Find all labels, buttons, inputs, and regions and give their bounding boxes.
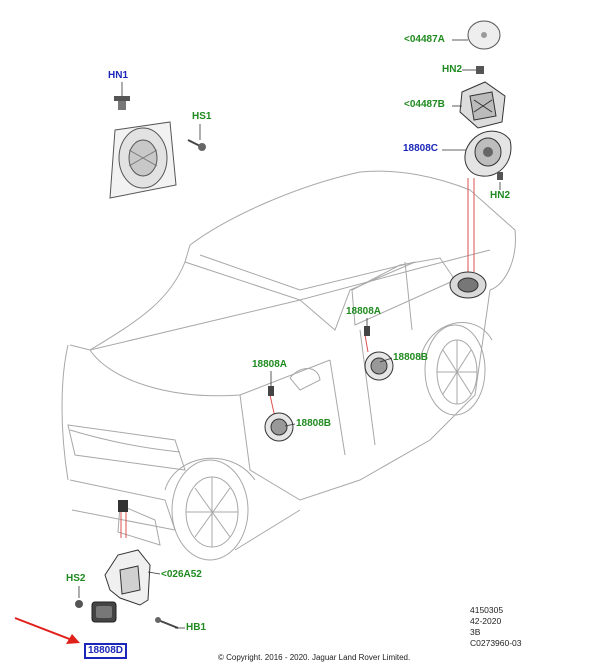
speaker-18808b-lower-part bbox=[264, 412, 294, 442]
callout-18808b-lower: 18808B bbox=[296, 418, 332, 429]
callout-04487b: <04487B bbox=[404, 99, 445, 110]
callout-hb1: HB1 bbox=[186, 622, 207, 633]
leader-lines bbox=[120, 178, 475, 538]
highlight-arrow bbox=[14, 617, 80, 644]
callout-hn1: HN1 bbox=[108, 70, 129, 81]
clip-hn2-part bbox=[476, 66, 484, 74]
screw-hs1-part bbox=[187, 139, 206, 151]
reference-line-2: 42-2020 bbox=[470, 616, 502, 626]
callout-04487a: <04487A bbox=[404, 34, 445, 45]
callout-18808a-lower: 18808A bbox=[252, 359, 288, 370]
callout-18808d-highlighted: 18808D bbox=[84, 643, 128, 659]
speaker-18808b-upper-part bbox=[364, 351, 394, 381]
bolt-hb1-part bbox=[155, 617, 179, 629]
rivet-hn1-part bbox=[114, 96, 130, 110]
callout-leaders bbox=[78, 39, 501, 629]
bracket-026a52-part bbox=[104, 549, 151, 606]
car-body-outline bbox=[61, 170, 516, 561]
callout-18808a-upper: 18808A bbox=[346, 306, 382, 317]
front-door-speaker-part bbox=[109, 121, 177, 199]
speaker-18808d-part bbox=[91, 601, 117, 623]
callout-18808b-upper: 18808B bbox=[393, 352, 429, 363]
callout-hs2: HS2 bbox=[66, 573, 86, 584]
clip-hn2-right-part bbox=[497, 172, 503, 180]
callout-hn2-right: HN2 bbox=[490, 190, 511, 201]
speaker-grille-part bbox=[459, 81, 506, 129]
tweeter-18808a-upper-part bbox=[364, 326, 370, 336]
callout-026a52: <026A52 bbox=[161, 569, 202, 580]
speaker-18808c-part bbox=[464, 130, 512, 177]
reference-line-4: C0273960-03 bbox=[470, 638, 522, 648]
reference-number-block: 4150305 42-2020 3B C0273960-03 bbox=[470, 605, 522, 649]
callout-hs1: HS1 bbox=[192, 111, 212, 122]
copyright-notice: © Copyright. 2016 - 2020. Jaguar Land Ro… bbox=[218, 653, 411, 662]
bumper-speaker-mount-part bbox=[118, 500, 128, 512]
reference-line-1: 4150305 bbox=[470, 605, 504, 615]
callout-18808c: 18808C bbox=[403, 143, 439, 154]
tweeter-cover-part bbox=[467, 20, 501, 50]
reference-line-3: 3B bbox=[470, 627, 481, 637]
screw-hs2-part bbox=[75, 600, 83, 608]
tweeter-18808a-lower-part bbox=[268, 386, 274, 396]
callout-hn2-top: HN2 bbox=[442, 64, 463, 75]
rear-door-speaker-part bbox=[449, 271, 487, 299]
